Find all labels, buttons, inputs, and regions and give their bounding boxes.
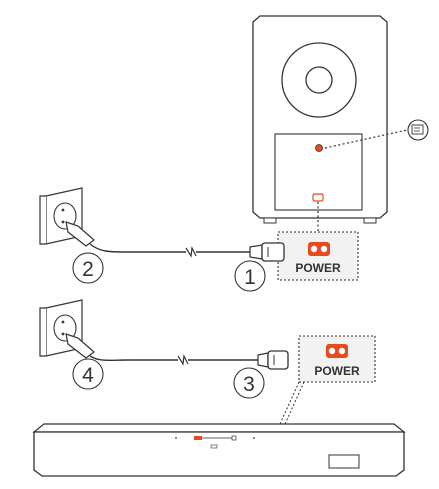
power-cable-top — [89, 243, 250, 253]
step-marker-4: 4 — [72, 358, 104, 390]
soundbar — [32, 423, 406, 477]
power-plug-icon — [65, 333, 95, 359]
power-plug-icon — [65, 221, 95, 247]
iec-connector-icon — [308, 242, 330, 256]
power-socket-callout-top: POWER — [277, 231, 359, 281]
step-marker-1: 1 — [234, 260, 266, 292]
subwoofer-power-socket — [312, 193, 324, 202]
svg-text:1: 1 — [244, 266, 256, 289]
subwoofer — [252, 15, 408, 244]
soundbar-power-socket — [194, 436, 202, 440]
wall-outlet-top — [39, 187, 95, 247]
step-marker-3: 3 — [233, 367, 265, 399]
pairing-button-icon — [407, 119, 429, 141]
iec-plug-top — [249, 242, 285, 262]
pairing-button — [315, 144, 323, 152]
wall-outlet-bottom — [39, 299, 95, 359]
power-cable-bottom — [89, 355, 258, 362]
iec-connector-icon — [326, 344, 348, 358]
power-label-top: POWER — [295, 261, 341, 275]
power-label-bottom: POWER — [314, 364, 360, 378]
svg-text:3: 3 — [243, 373, 255, 396]
soundbar-display — [328, 454, 360, 469]
iec-plug-bottom — [257, 350, 289, 370]
svg-text:4: 4 — [82, 364, 94, 387]
power-socket-callout-bottom: POWER — [279, 335, 376, 425]
step-marker-2: 2 — [72, 252, 104, 284]
svg-text:2: 2 — [82, 258, 94, 281]
